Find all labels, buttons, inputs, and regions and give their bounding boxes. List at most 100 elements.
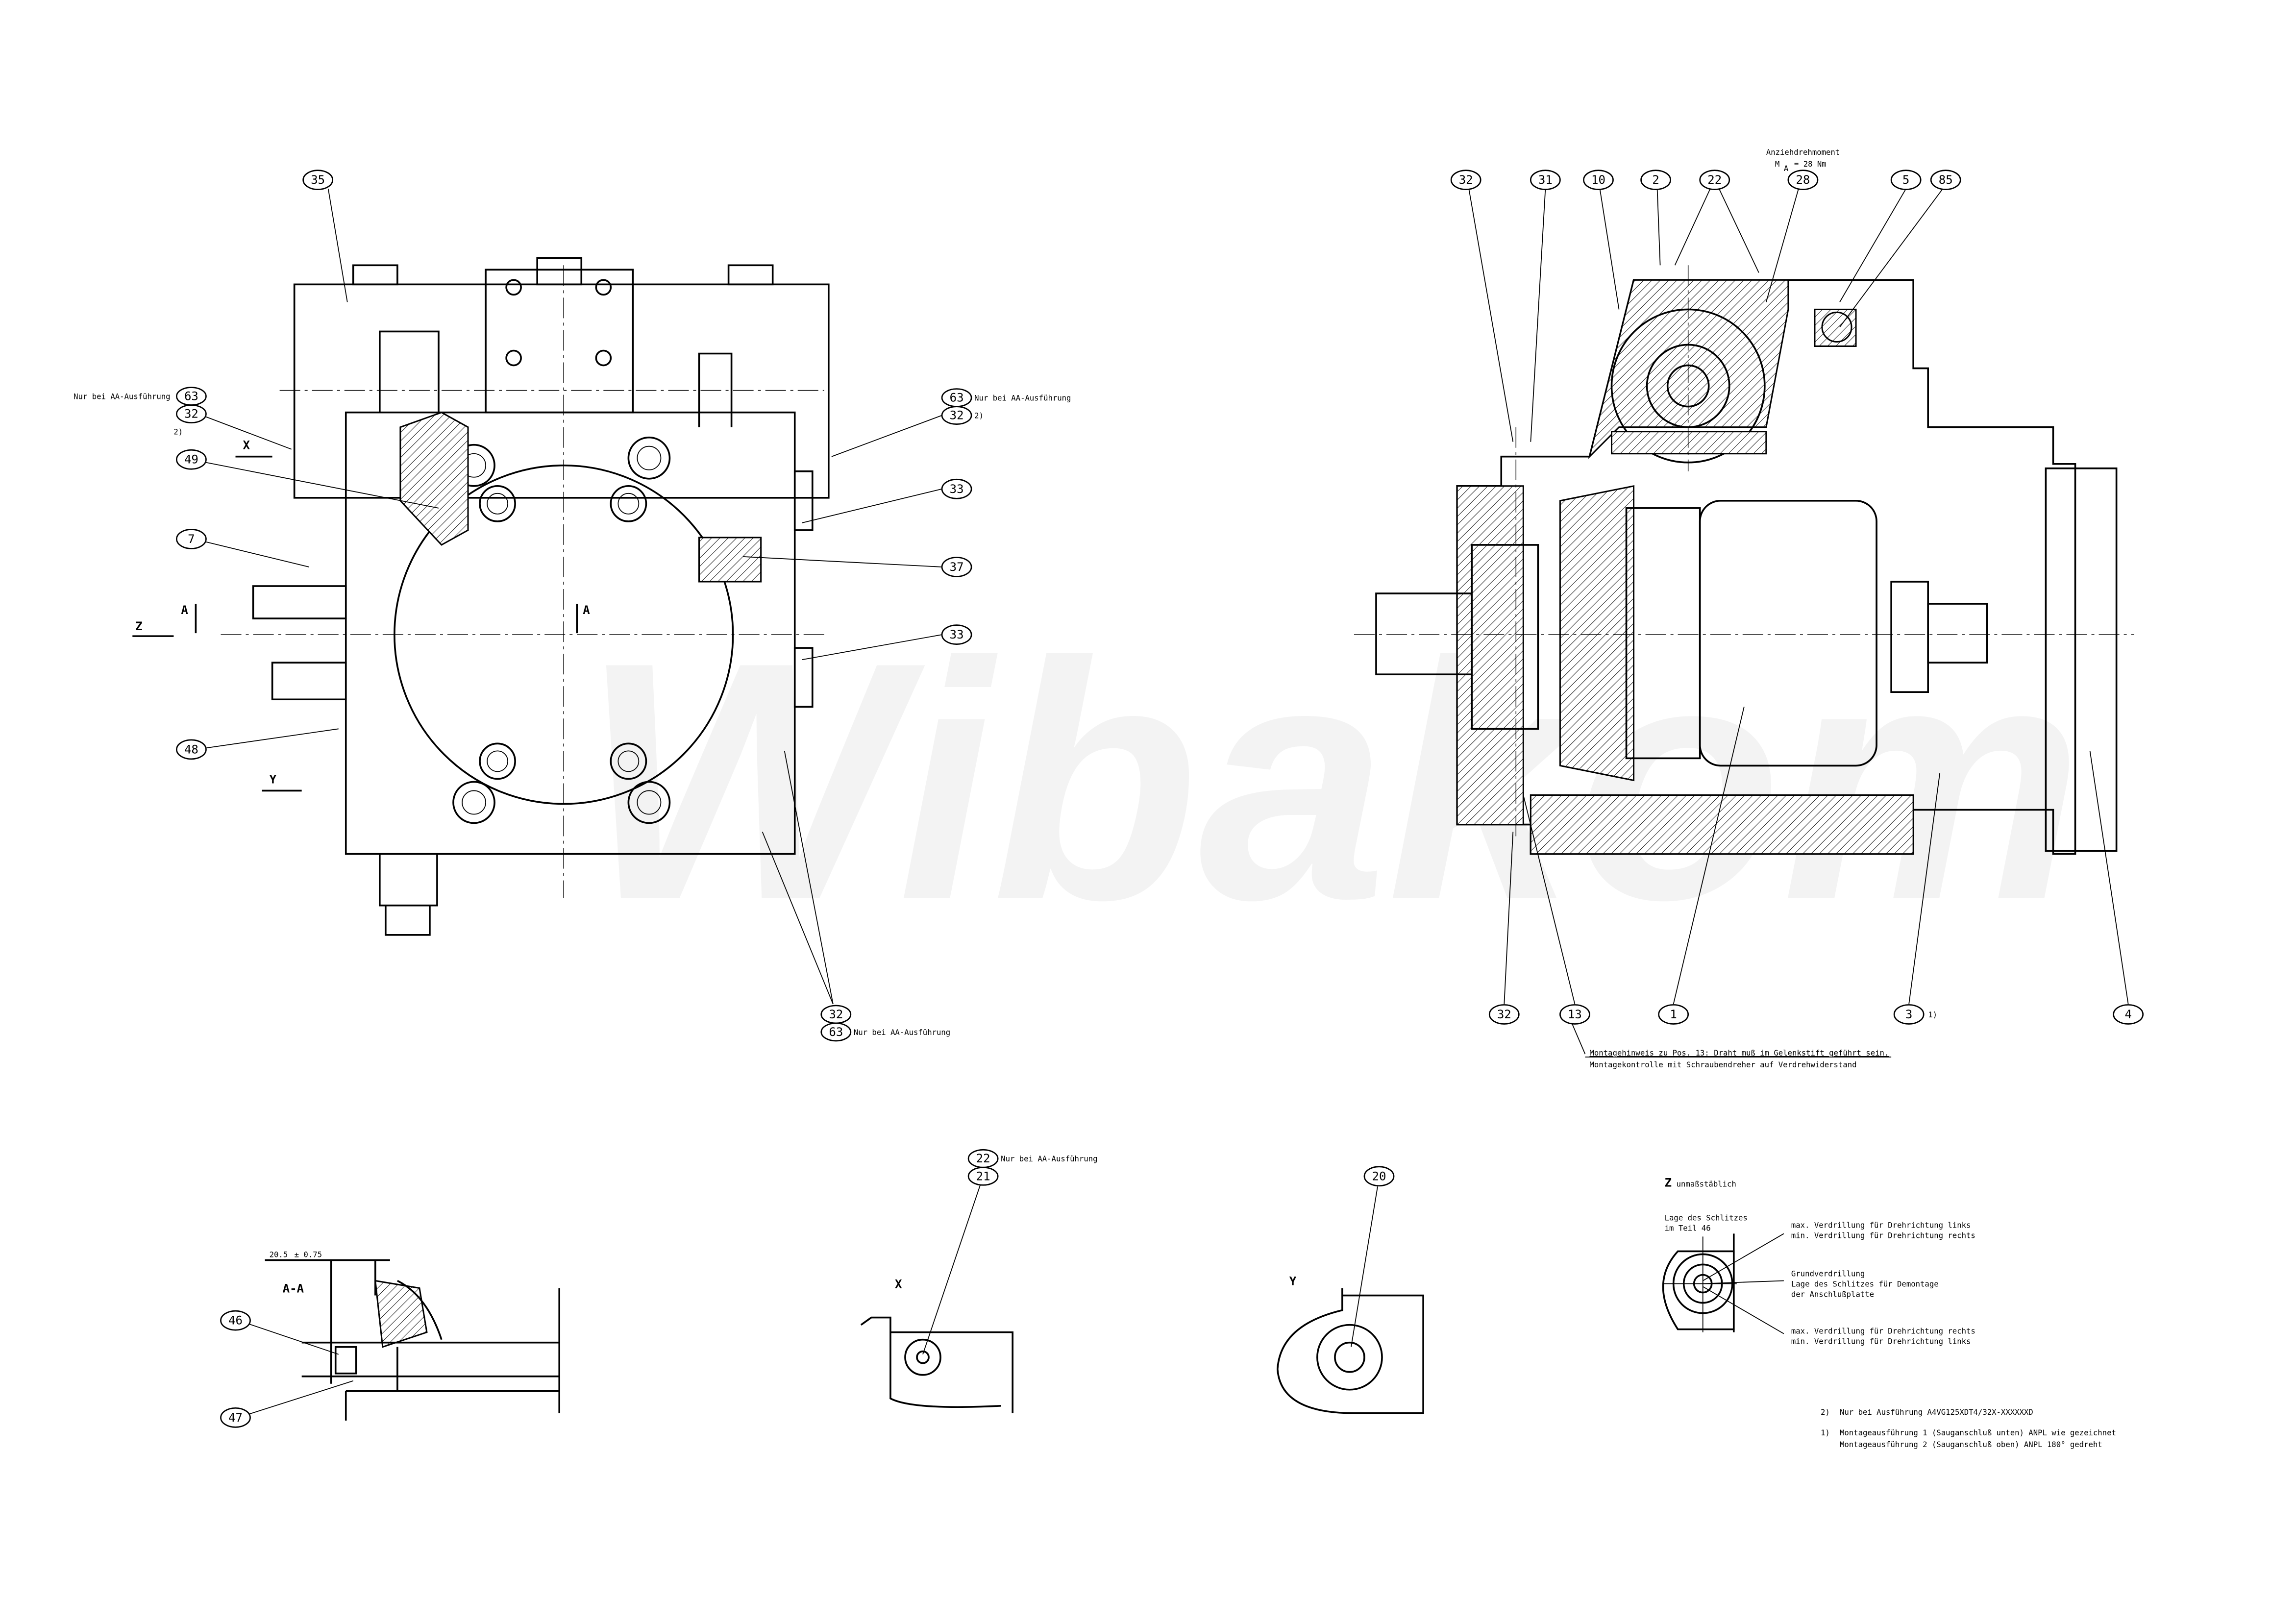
balloon-3: 3 (1893, 1004, 1925, 1025)
svg-text:13: 13 (1568, 1008, 1582, 1021)
svg-text:85: 85 (1939, 173, 1953, 187)
slot-label-1: Lage des Schlitzes (1665, 1213, 1748, 1222)
twist-mid-2: Lage des Schlitzes für Demontage (1791, 1280, 1939, 1289)
svg-text:32: 32 (1497, 1008, 1511, 1021)
assembly-note-2: Montagekontrolle mit Schraubendreher auf… (1589, 1060, 1856, 1069)
balloon-48: 48 (176, 739, 207, 760)
balloon-49: 49 (176, 449, 207, 470)
balloon-37: 37 (941, 557, 972, 577)
balloon-22: 22 (1699, 170, 1730, 190)
twist-top-2: min. Verdrillung für Drehrichtung rechts (1791, 1231, 1975, 1240)
watermark: Wibakom (581, 592, 2083, 970)
note-aa-left: Nur bei AA-Ausführung (74, 393, 170, 401)
balloon-13: 13 (1559, 1004, 1590, 1025)
view-z-scale-note: unmaßstäblich (1677, 1180, 1736, 1188)
balloon-7: 7 (176, 529, 207, 549)
section-title-aa: A-A (283, 1282, 304, 1296)
view-x: X 22 21 Nur bei AA-Ausführung (860, 1149, 1098, 1413)
view-label-z: Z (135, 619, 142, 633)
svg-text:5: 5 (1902, 173, 1909, 187)
note-aa-bottom: Nur bei AA-Ausführung (854, 1028, 950, 1037)
dimension-tolerance: ± 0.75 (295, 1250, 322, 1259)
footnote-1b: Montageausführung 2 (Sauganschluß oben) … (1840, 1440, 2102, 1449)
bolt-holes (452, 279, 671, 824)
footnote-ref-3: 1) (1928, 1010, 1937, 1019)
svg-text:49: 49 (184, 453, 198, 467)
view-x-title: X (895, 1278, 902, 1291)
balloon-46: 46 (220, 1310, 251, 1331)
svg-text:33: 33 (950, 482, 964, 496)
balloon-31: 31 (1530, 170, 1561, 190)
balloon-47: 47 (220, 1407, 251, 1428)
slot-label-2: im Teil 46 (1665, 1224, 1711, 1232)
balloon-35: 35 (302, 170, 334, 190)
leader-lines (1468, 188, 2129, 1055)
svg-text:32: 32 (184, 407, 198, 421)
svg-text:4: 4 (2124, 1008, 2131, 1021)
note-aa-right: Nur bei AA-Ausführung (974, 394, 1071, 403)
dimension-value: 20.5 (270, 1250, 288, 1259)
footnote-1-mark: 1) (1821, 1428, 1830, 1437)
footnote-2-mark: 2) (1821, 1408, 1830, 1417)
svg-text:37: 37 (950, 560, 964, 574)
svg-text:48: 48 (184, 742, 198, 756)
svg-text:1: 1 (1670, 1008, 1677, 1021)
svg-text:20: 20 (1372, 1169, 1386, 1183)
torque-value: = 28 Nm (1794, 160, 1827, 169)
svg-text:33: 33 (950, 628, 964, 641)
balloon-32-bottom-right: 32 (1488, 1004, 1520, 1025)
svg-text:63: 63 (950, 391, 964, 405)
torque-subscript: A (1784, 164, 1789, 173)
svg-text:63: 63 (829, 1025, 843, 1039)
balloon-22-x: 22 (967, 1149, 999, 1168)
balloon-33-upper: 33 (941, 478, 972, 499)
twist-bot-1: max. Verdrillung für Drehrichtung rechts (1791, 1327, 1975, 1336)
view-label-x: X (243, 439, 250, 452)
svg-text:63: 63 (184, 390, 198, 403)
left-pump-view: X Z Y A A 35 63 32 49 7 48 63 32 3 (74, 170, 1071, 1042)
twist-bot-2: min. Verdrillung für Drehrichtung links (1791, 1337, 1971, 1346)
balloon-63-left: 63 (176, 387, 207, 406)
footnote-2: Nur bei Ausführung A4VG125XDT4/32X-XXXXX… (1840, 1408, 2033, 1417)
svg-text:32: 32 (829, 1008, 843, 1021)
twist-mid-3: der Anschlußplatte (1791, 1290, 1874, 1299)
footnotes: 2) Nur bei Ausführung A4VG125XDT4/32X-XX… (1821, 1408, 2116, 1449)
view-x-note: Nur bei AA-Ausführung (1001, 1155, 1097, 1163)
balloon-28: 28 (1787, 170, 1819, 190)
section-mark-a-left: A (181, 603, 188, 617)
twist-mid-1: Grundverdrillung (1791, 1270, 1865, 1279)
right-section-view: 32 31 10 2 22 28 5 85 32 13 1 3 4 1) Anz… (1354, 148, 2144, 1069)
svg-text:22: 22 (1707, 173, 1722, 187)
footnote-ref-left: 2) (173, 428, 183, 437)
view-y-title: Y (1289, 1275, 1297, 1288)
svg-text:7: 7 (188, 532, 195, 546)
balloon-20: 20 (1363, 1166, 1395, 1187)
balloon-32-left: 32 (176, 404, 207, 424)
svg-text:22: 22 (976, 1152, 990, 1165)
section-a-a: 20.5 ± 0.75 A-A 46 47 (220, 1250, 561, 1428)
view-z: Z unmaßstäblich Lage des Schlitzes im Te… (1662, 1176, 1975, 1346)
svg-text:32: 32 (950, 409, 964, 422)
balloon-85: 85 (1930, 170, 1961, 190)
assembly-note-1: Montagehinweis zu Pos. 13: Draht muß im … (1589, 1049, 1889, 1058)
svg-text:2: 2 (1652, 173, 1659, 187)
balloon-63-bottom: 63 (820, 1022, 852, 1042)
balloon-32-top: 32 (1450, 170, 1481, 190)
view-z-title: Z (1665, 1176, 1672, 1189)
svg-text:35: 35 (311, 173, 325, 187)
balloon-4: 4 (2113, 1004, 2144, 1025)
balloon-10: 10 (1583, 170, 1614, 190)
svg-text:46: 46 (228, 1314, 243, 1328)
svg-text:10: 10 (1591, 173, 1605, 187)
svg-text:3: 3 (1905, 1008, 1912, 1021)
section-mark-a-center: A (583, 603, 590, 617)
view-label-y: Y (270, 772, 277, 786)
balloon-63-right: 63 (941, 388, 972, 407)
twist-top-1: max. Verdrillung für Drehrichtung links (1791, 1221, 1971, 1230)
footnote-1a: Montageausführung 1 (Sauganschluß unten)… (1840, 1428, 2116, 1437)
view-y: Y 20 (1276, 1166, 1424, 1414)
torque-label: Anziehdrehmoment (1766, 148, 1840, 157)
balloon-32-bottom: 32 (820, 1005, 852, 1024)
svg-text:47: 47 (228, 1411, 243, 1425)
